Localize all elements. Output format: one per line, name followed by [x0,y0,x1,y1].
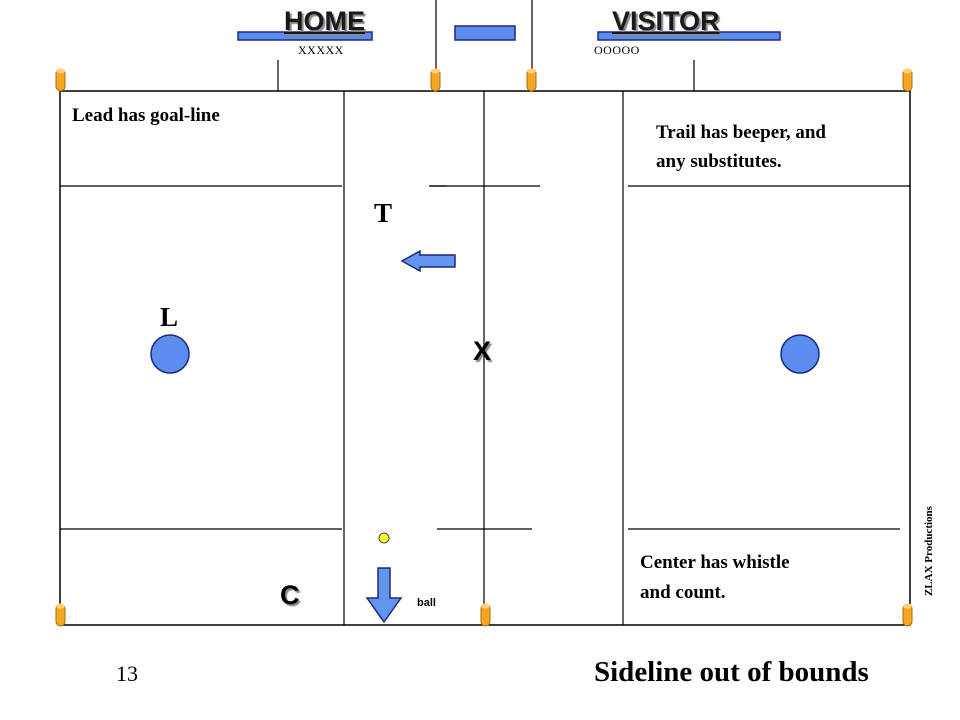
visitor-bench-bar [597,31,781,41]
right-goal-player [780,334,820,374]
cone-bottom-1 [55,603,66,627]
home-bench-bar [237,31,373,41]
lead-official: L [160,302,179,332]
slide-number: 13 [116,661,138,686]
ball [378,532,390,544]
visitor-players: OOOOO [594,43,640,57]
trail-official: T [374,198,393,228]
cone-top-3 [526,68,537,92]
center-official: C [280,580,300,610]
lead-note: Lead has goal-line [72,105,220,126]
credit-text: ZLAX Productions [923,506,935,596]
slide-title: Sideline out of bounds [594,656,869,688]
home-players: XXXXX [298,43,344,57]
trail-note-line2: any substitutes. [656,151,782,172]
home-label: HOME [284,6,365,36]
cone-top-2 [430,68,441,92]
trail-arrow-left [400,249,456,273]
cone-bottom-2 [480,603,491,627]
trail-note-line1: Trail has beeper, and [656,122,826,143]
cone-top-4 [902,68,913,92]
cone-top-1 [55,68,66,92]
left-goal-player [150,334,190,374]
faceoff-x: X [473,336,492,366]
cone-bottom-3 [902,603,913,627]
center-note-line2: and count. [640,582,726,603]
ball-arrow-down [365,567,403,624]
scorer-table [454,25,516,41]
ball-label: ball [417,597,436,609]
center-note-line1: Center has whistle [640,552,790,573]
visitor-label: VISITOR [612,6,720,36]
